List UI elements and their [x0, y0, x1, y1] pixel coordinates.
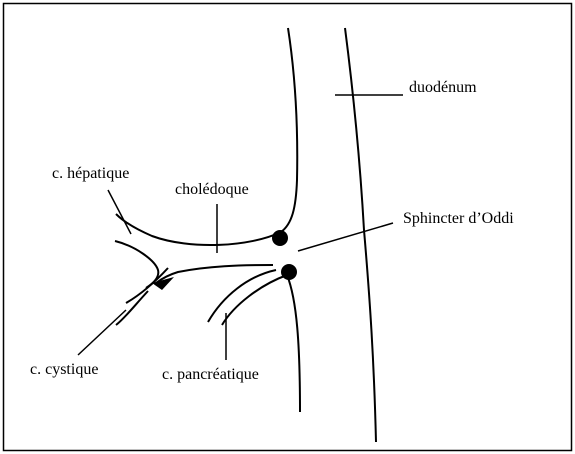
pancreatique-lower-wall — [222, 275, 287, 325]
label-cystique: c. cystique — [30, 361, 98, 379]
sphincter-dot-lower — [281, 264, 297, 280]
sphincter-dot-upper — [272, 230, 288, 246]
label-duodenum: duodénum — [409, 79, 477, 97]
label-sphincter: Sphincter d’Oddi — [403, 210, 514, 228]
label-hepatique: c. hépatique — [52, 165, 129, 183]
hepatique-wall — [115, 241, 158, 288]
duodenum-wall-left — [281, 28, 297, 232]
label-choledoque: cholédoque — [175, 181, 249, 199]
leader-hepatique — [108, 190, 131, 234]
label-pancreatique: c. pancréatique — [162, 366, 259, 384]
duodenum-wall-left-lower — [287, 275, 300, 412]
leader-sphincter — [298, 223, 393, 251]
choledoque-lower-wall — [156, 265, 273, 283]
choledoque-upper-wall — [116, 214, 281, 245]
cystique-duct-line — [116, 291, 148, 325]
leader-cystique — [78, 310, 126, 355]
pancreatique-upper-wall — [208, 270, 276, 322]
